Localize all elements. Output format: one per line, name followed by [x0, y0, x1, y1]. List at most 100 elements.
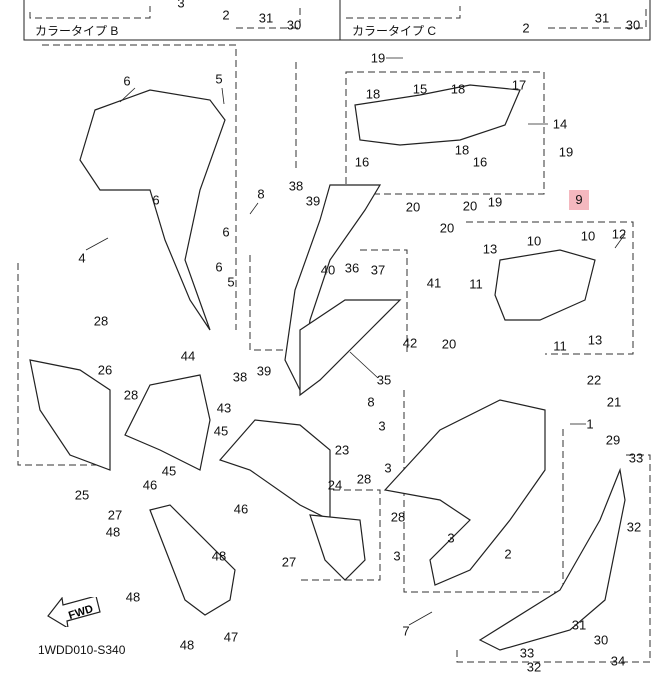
- color-type-b-label: カラータイプ B: [35, 24, 119, 38]
- callout: 47: [223, 629, 239, 645]
- callout: 11: [469, 276, 483, 292]
- callout: 31: [258, 10, 274, 26]
- callout: 13: [587, 332, 603, 348]
- callout: 12: [611, 226, 627, 242]
- fwd-arrow-icon: FWD: [46, 595, 102, 630]
- callout: 32: [526, 659, 542, 675]
- callout: 3: [393, 548, 401, 564]
- callout: 37: [370, 262, 386, 278]
- callout: 25: [74, 487, 90, 503]
- callout: 2: [522, 20, 530, 36]
- color-type-frame: [23, 0, 651, 41]
- callout: 2: [504, 546, 512, 562]
- callout: 6: [152, 192, 160, 208]
- callout: 36: [344, 260, 360, 276]
- callout: 41: [426, 275, 442, 291]
- callout: 8: [367, 394, 375, 410]
- callout: 18: [365, 86, 381, 102]
- callout: 45: [161, 463, 177, 479]
- callout: 10: [526, 233, 542, 249]
- fairing-parts: [29, 84, 626, 651]
- callout: 14: [552, 116, 568, 132]
- callout: 35: [376, 372, 392, 388]
- callout: 28: [356, 471, 372, 487]
- callout: 27: [107, 507, 123, 523]
- callout: 32: [626, 519, 642, 535]
- callout: 16: [472, 154, 488, 170]
- group-box-b-left: [29, 6, 151, 19]
- callout: 15: [412, 81, 428, 97]
- callout: 38: [288, 178, 304, 194]
- callout: 34: [610, 653, 626, 669]
- callout: 11: [553, 338, 567, 354]
- callout: 28: [123, 387, 139, 403]
- callout: 10: [580, 228, 596, 244]
- group-box-9: [466, 221, 634, 355]
- callout: 28: [93, 313, 109, 329]
- callout: 8: [257, 186, 265, 202]
- callout: 2: [222, 7, 230, 23]
- callout: 43: [216, 400, 232, 416]
- group-box-29: [456, 454, 651, 663]
- callout: 20: [439, 220, 455, 236]
- callout: 23: [334, 442, 350, 458]
- callout: 19: [558, 144, 574, 160]
- callout: 48: [125, 589, 141, 605]
- callout: 3: [384, 460, 392, 476]
- callout: 20: [441, 336, 457, 352]
- callout: 16: [354, 154, 370, 170]
- callout: 13: [482, 241, 498, 257]
- callout: 19: [487, 194, 503, 210]
- group-box-4: [42, 44, 237, 330]
- callout: 19: [370, 50, 386, 66]
- group-box-14: [345, 71, 545, 195]
- callout: 26: [97, 362, 113, 378]
- callout: 38: [232, 369, 248, 385]
- callout: 30: [625, 17, 641, 33]
- callout: 27: [281, 554, 297, 570]
- callout: 6: [123, 73, 131, 89]
- callout: 46: [142, 477, 158, 493]
- callout: 21: [606, 394, 622, 410]
- callout: 5: [215, 71, 223, 87]
- callout: 28: [390, 509, 406, 525]
- callout: 5: [227, 274, 235, 290]
- callout: 31: [594, 10, 610, 26]
- color-type-c-label: カラータイプ C: [352, 24, 437, 38]
- callout: 3: [177, 0, 185, 11]
- group-box-35: [249, 249, 408, 352]
- group-box-23: [300, 489, 381, 581]
- callout: 29: [605, 432, 621, 448]
- callout: 18: [454, 142, 470, 158]
- callout: 18: [450, 81, 466, 97]
- callout: 7: [402, 623, 410, 639]
- callout: 3: [447, 530, 455, 546]
- callout: 46: [233, 501, 249, 517]
- callout: 48: [105, 524, 121, 540]
- callout: 45: [213, 423, 229, 439]
- callout: 6: [222, 224, 230, 240]
- callout: 6: [215, 259, 223, 275]
- callout: 3: [378, 418, 386, 434]
- diagram-code: 1WDD010-S340: [38, 643, 126, 657]
- callout: 20: [462, 198, 478, 214]
- callout: 31: [571, 617, 587, 633]
- callout: 48: [211, 548, 227, 564]
- callout: 42: [402, 335, 418, 351]
- callout: 39: [256, 363, 272, 379]
- highlighted-part-9[interactable]: 9: [569, 190, 589, 210]
- callout: 30: [286, 17, 302, 33]
- group-box-25: [17, 263, 100, 466]
- callout: 17: [511, 77, 527, 93]
- callout: 24: [327, 477, 343, 493]
- callout: 33: [628, 450, 644, 466]
- callout: 20: [405, 199, 421, 215]
- callout: 30: [593, 632, 609, 648]
- callout: 1: [586, 416, 594, 432]
- callout: 4: [78, 250, 86, 266]
- callout: 48: [179, 637, 195, 653]
- callout: 22: [586, 372, 602, 388]
- callout: 40: [320, 262, 336, 278]
- callout: 33: [519, 645, 535, 661]
